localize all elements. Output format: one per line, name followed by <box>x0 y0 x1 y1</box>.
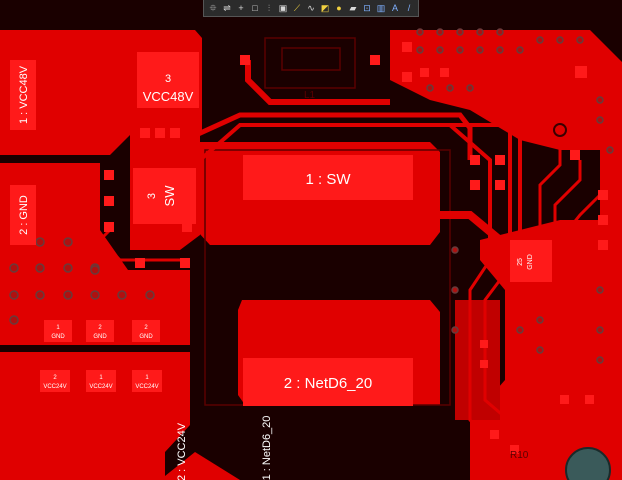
gnd-small-pad-2-number: 2 <box>98 325 102 331</box>
trace-top-2[interactable] <box>183 112 473 160</box>
ic-pad-net: GND <box>527 254 534 270</box>
sw-label-plate <box>243 155 413 200</box>
move-tool-icon[interactable]: + <box>238 2 244 13</box>
interactive-route-tool-icon[interactable]: ⟋ <box>293 2 301 13</box>
ic-pad-number: 25 <box>517 258 524 266</box>
designator-r10: R10 <box>510 450 529 461</box>
polygon-tool-icon[interactable]: ▰ <box>349 2 357 13</box>
vcc24v-small-pad-2-net: VCC24V <box>89 384 112 390</box>
dimension-tool-icon[interactable]: ⊡ <box>363 2 371 13</box>
trace-top-1[interactable] <box>245 60 390 105</box>
differential-pair-tool-icon[interactable]: ∿ <box>307 2 315 13</box>
vcc24v-small-pad-2[interactable] <box>86 370 116 392</box>
chart-tool-icon[interactable]: ▥ <box>376 2 386 13</box>
vcc24v-small-pad-3-number: 1 <box>145 375 149 381</box>
sw-large-label: 1 : SW <box>305 171 351 188</box>
gnd-small-pad-2-net: GND <box>93 334 107 340</box>
rectangle-select-tool-icon[interactable]: □ <box>252 2 258 13</box>
vias <box>9 28 614 480</box>
small-pads <box>104 42 608 454</box>
component-outline-top <box>264 37 356 89</box>
trace-fanout-4[interactable] <box>468 259 502 452</box>
component-tool-icon[interactable]: ▣ <box>278 2 288 13</box>
trace-fanout-1[interactable] <box>538 135 562 240</box>
gnd-small-pad-2[interactable] <box>86 320 114 342</box>
gnd-small-pad-3[interactable] <box>132 320 160 342</box>
trace-top-4[interactable] <box>410 123 512 240</box>
text-tool-icon[interactable]: A <box>391 2 398 13</box>
trace-fanout-5[interactable] <box>483 279 521 432</box>
gnd-small-pad-3-number: 2 <box>144 325 148 331</box>
netd6-label-plate <box>243 358 413 406</box>
vcc24v-vertical-label: 2 : VCC24V <box>176 422 188 480</box>
vcc48v-label-plate <box>10 60 36 130</box>
designator-l1: L1 <box>304 90 316 101</box>
bottom-pour[interactable] <box>160 452 240 480</box>
select-filter-tool-icon[interactable]: ⯐ <box>209 2 217 13</box>
gnd-small-pad-3-net: GND <box>139 334 153 340</box>
vcc48v-pad[interactable] <box>137 52 199 108</box>
vcc48v-vertical-label: 1 : VCC48V <box>18 65 30 124</box>
vcc48v-pad-number: 3 <box>165 73 171 85</box>
vcc24v-small-pad-1-number: 2 <box>53 375 57 381</box>
gnd-small-pad-1-net: GND <box>51 334 65 340</box>
trace-fanout-2[interactable] <box>553 160 582 240</box>
vcc24v-small-pad-2-number: 1 <box>99 375 103 381</box>
via-tool-icon[interactable]: ● <box>336 2 342 13</box>
route-mode-tool-icon[interactable]: ⇌ <box>223 2 231 13</box>
gnd-label-plate <box>10 185 36 245</box>
netd6-large-label: 2 : NetD6_20 <box>284 375 372 392</box>
vcc24v-small-pad-3[interactable] <box>132 370 162 392</box>
vcc24v-small-pad-1[interactable] <box>40 370 70 392</box>
trace-sw-ic[interactable] <box>430 211 503 244</box>
right-ground-pour[interactable] <box>390 30 622 480</box>
gnd-vertical-label: 2 : GND <box>18 195 30 235</box>
align-tool-icon[interactable]: ⫶ <box>267 2 271 13</box>
gnd-small-pad-1-number: 1 <box>56 325 60 331</box>
lower-copper-region[interactable] <box>455 300 500 420</box>
trace-fanout-7[interactable] <box>548 279 596 412</box>
vcc24v-small-pad-3-net: VCC24V <box>135 384 158 390</box>
vcc48v-pad-net: VCC48V <box>143 89 194 104</box>
netd6-vertical-label: 1 : NetD6_20 <box>261 416 273 480</box>
pcb-toolbar: ⯐ ⇌ + □ ⫶ ▣ ⟋ ∿ ◩ ● ▰ ⊡ ▥ A / <box>203 0 419 17</box>
trace-left-sw[interactable] <box>97 228 190 262</box>
resistor-outline <box>281 47 341 71</box>
fill-tool-icon[interactable]: ◩ <box>320 2 330 13</box>
ic-exposed-pad[interactable] <box>510 240 552 282</box>
trace-fanout-8[interactable] <box>558 278 602 322</box>
gnd-pour[interactable] <box>0 163 190 345</box>
sw-pad-net: SW <box>162 185 177 207</box>
line-tool-icon[interactable]: / <box>407 2 411 13</box>
trace-top-6[interactable] <box>409 76 522 240</box>
sw-pad-number: 3 <box>146 193 158 199</box>
trace-fanout-3[interactable] <box>558 193 602 241</box>
gnd-small-pad-1[interactable] <box>44 320 72 342</box>
vcc24v-small-pad-1-net: VCC24V <box>43 384 66 390</box>
